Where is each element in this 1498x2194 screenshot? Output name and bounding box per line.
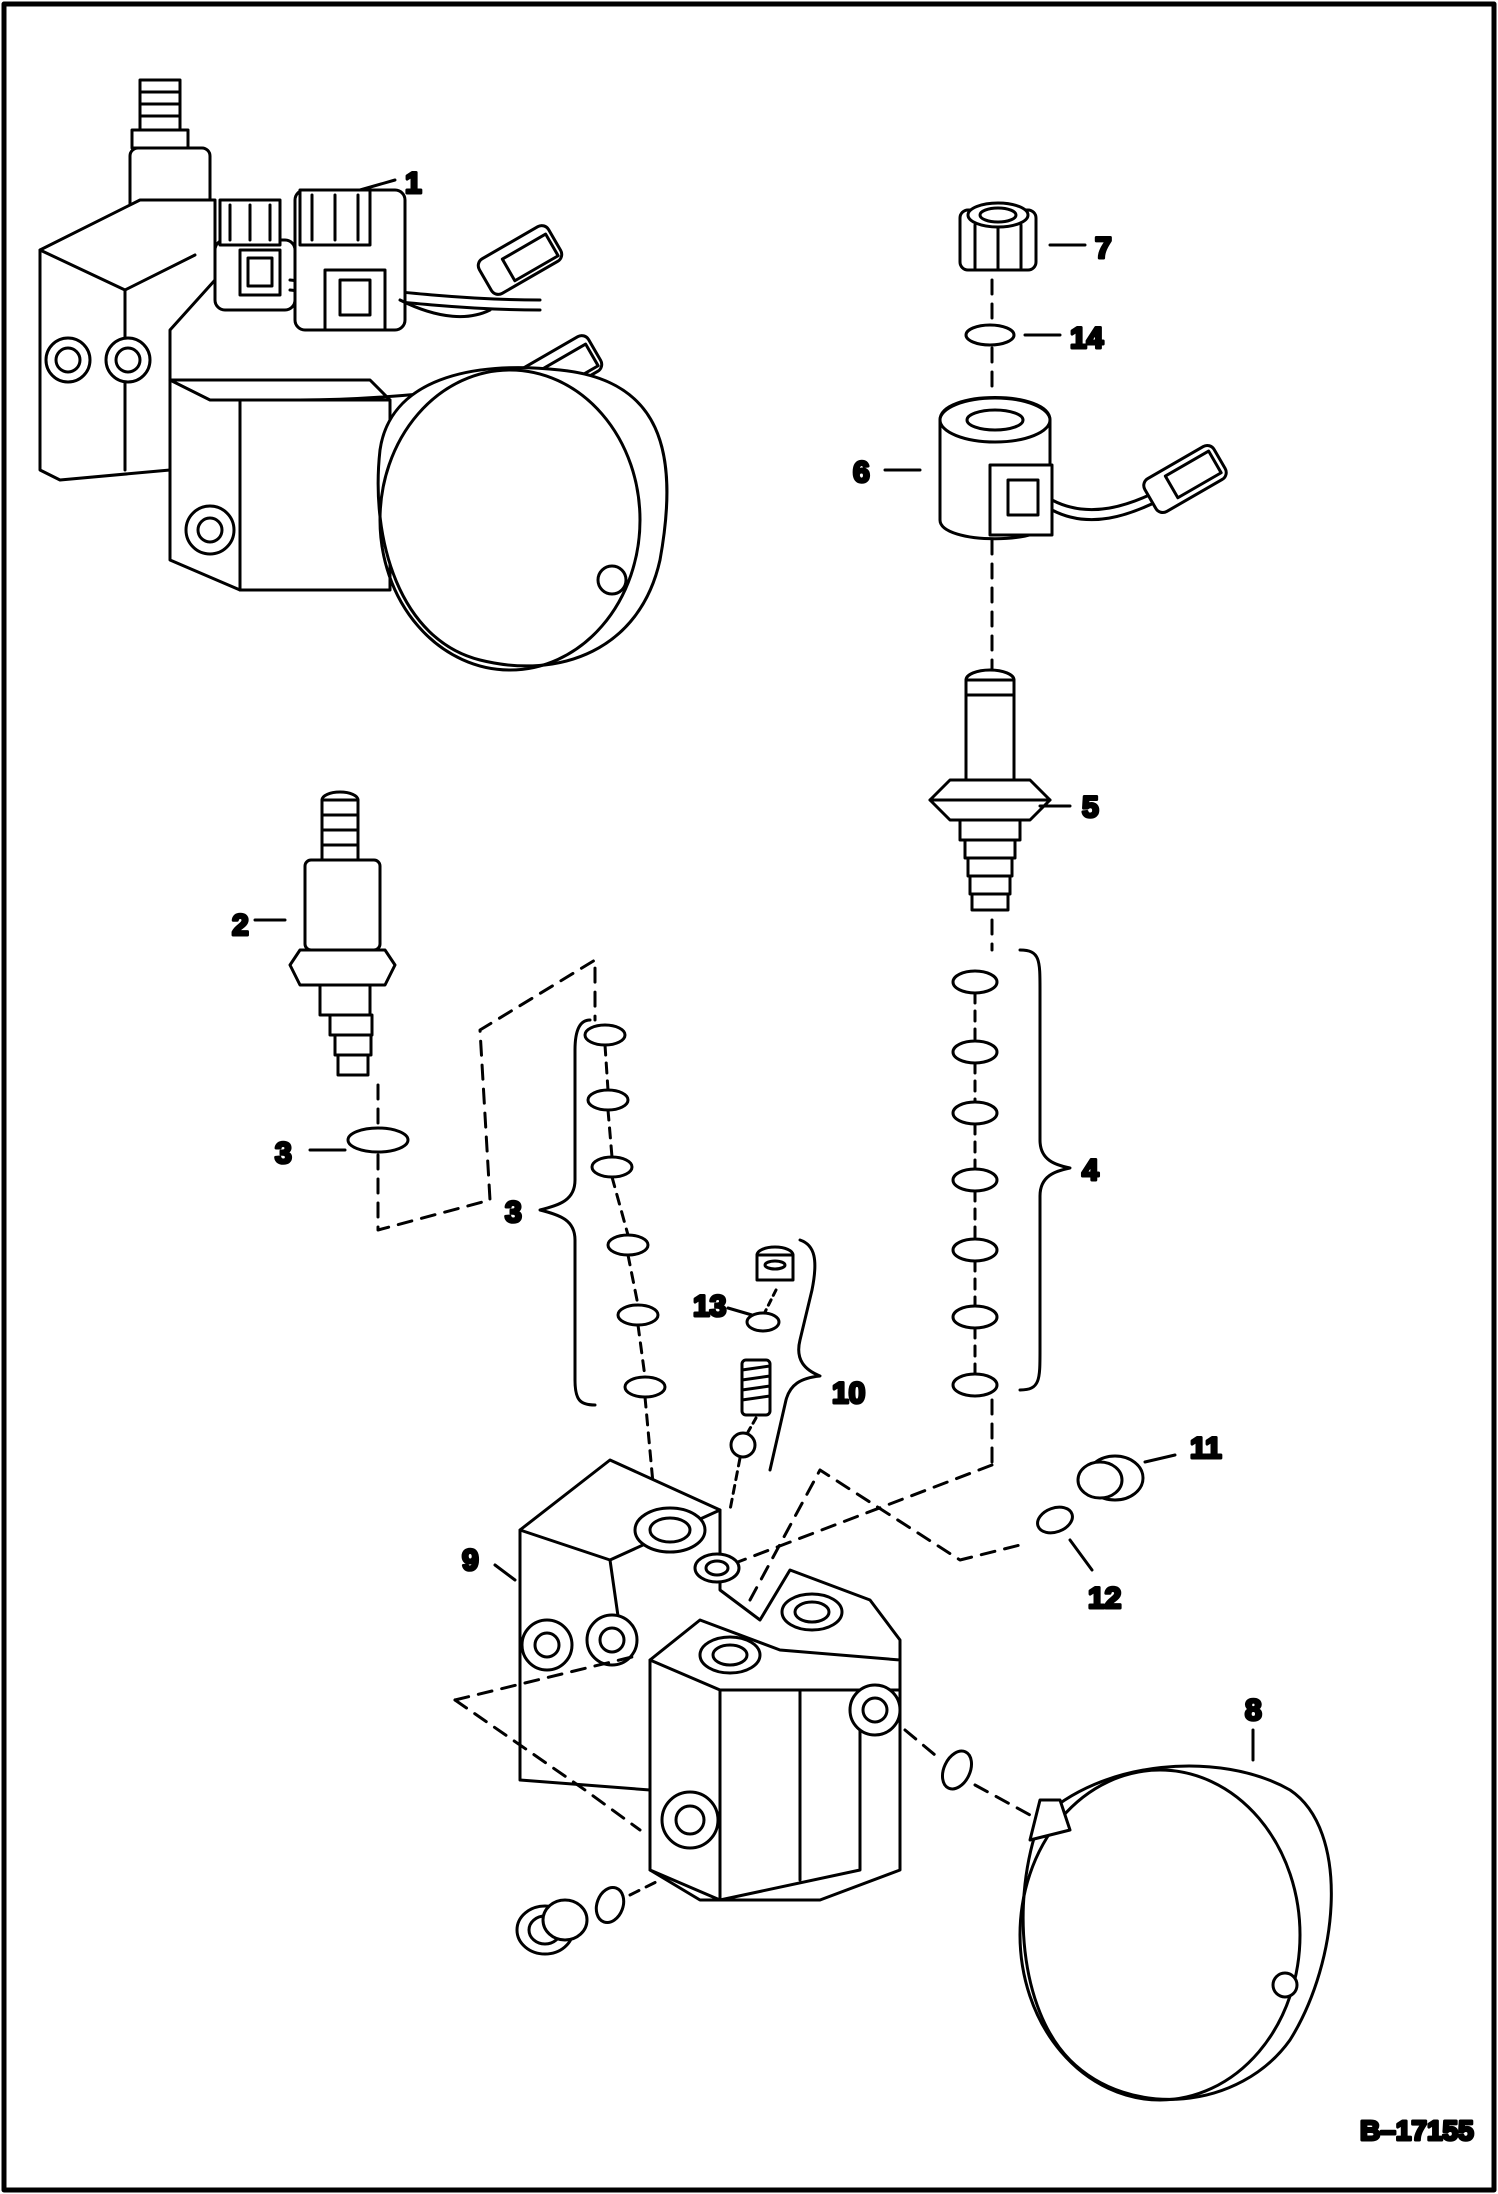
callout-3-single: 3 (275, 1137, 292, 1170)
callout-9: 9 (462, 1544, 479, 1577)
lower-port-plug (515, 1878, 662, 1956)
brace-10 (768, 1238, 822, 1472)
callout-6: 6 (853, 456, 870, 489)
part-13-plug (755, 1245, 795, 1282)
part-10-spring (740, 1358, 772, 1417)
callout-1: 1 (405, 167, 422, 200)
part-10-check-valve-kit (728, 1245, 795, 1512)
part-6-solenoid-coil (938, 396, 1228, 541)
part-12-o-ring (1036, 1505, 1074, 1535)
callout-3-kit: 3 (505, 1196, 522, 1229)
assembled-accumulator (376, 366, 669, 672)
assembled-connector-upper (476, 224, 564, 296)
callout-10: 10 (832, 1377, 865, 1410)
assembly-axis-left (376, 958, 597, 1232)
leader-12 (1068, 1538, 1094, 1572)
figure-number: B–17155 (1360, 2115, 1474, 2146)
part-7-coil-nut (958, 201, 1038, 272)
assembled-solenoid-left (213, 198, 542, 312)
part-13-o-ring (745, 1311, 781, 1333)
callout-7: 7 (1095, 232, 1112, 265)
callout-11: 11 (1190, 1432, 1222, 1465)
part-3-o-ring-single (346, 1126, 410, 1154)
assembly-axis-right (728, 278, 994, 1567)
axis-3 (603, 1043, 657, 1507)
callout-12: 12 (1088, 1582, 1121, 1615)
part-2-relief-valve (288, 790, 397, 1077)
assembly-axis-accumulator (453, 1468, 1032, 1832)
assembled-valve-assembly (38, 78, 669, 672)
leader-9 (493, 1563, 517, 1582)
leader-1 (358, 178, 397, 192)
callout-13: 13 (693, 1290, 726, 1323)
callout-8: 8 (1245, 1694, 1262, 1727)
assembled-solenoid-right (293, 188, 492, 332)
part-11-plug (1076, 1454, 1145, 1502)
accumulator-o-ring (940, 1749, 974, 1791)
brace-4 (1018, 948, 1072, 1392)
part-10-ball (729, 1431, 757, 1459)
part-9-valve-body (518, 1458, 902, 1902)
part-14-o-ring (964, 323, 1016, 347)
callout-4: 4 (1082, 1154, 1099, 1187)
leader-11 (1143, 1453, 1177, 1464)
callout-2: 2 (232, 909, 249, 942)
leader-13 (726, 1306, 754, 1317)
callout-14: 14 (1070, 322, 1104, 355)
part-5-solenoid-valve-cartridge (928, 668, 1052, 912)
callout-5: 5 (1082, 791, 1099, 824)
part-8-accumulator (1018, 1764, 1333, 2102)
brace-3 (538, 1018, 597, 1407)
part-3-seal-kit (583, 1023, 667, 1399)
